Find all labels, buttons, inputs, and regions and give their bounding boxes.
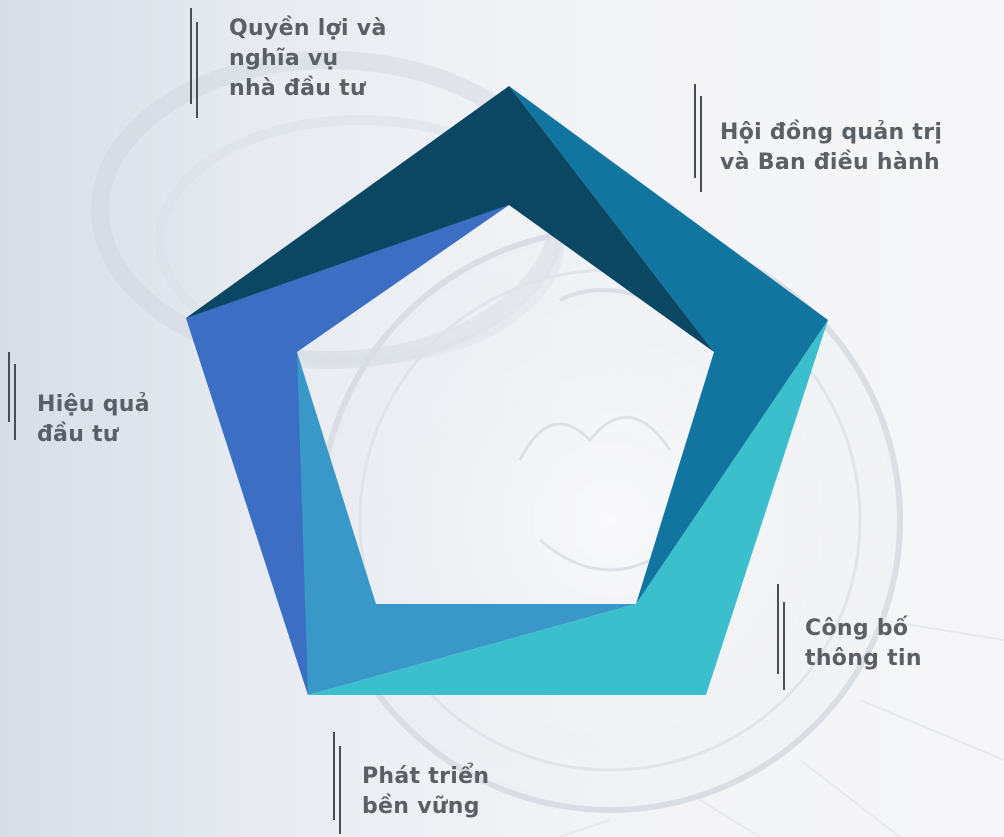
label-sustainable: Phát triển bền vững bbox=[362, 762, 489, 822]
label-line: Hiệu quả bbox=[37, 392, 150, 417]
label-line: thông tin bbox=[805, 646, 922, 671]
divider-bars bbox=[333, 732, 345, 834]
label-disclosure: Công bố thông tin bbox=[805, 614, 922, 674]
label-line: đầu tư bbox=[37, 422, 119, 447]
segment-left bbox=[186, 178, 509, 695]
segment-top bbox=[186, 86, 714, 352]
segment-bottom-right bbox=[308, 320, 828, 695]
divider-bars bbox=[777, 584, 789, 690]
segment-right bbox=[509, 86, 828, 604]
divider-bars bbox=[8, 352, 20, 440]
label-line: nhà đầu tư bbox=[229, 76, 366, 101]
label-line: Quyền lợi và bbox=[229, 16, 387, 41]
label-investor-rights: Quyền lợi và nghĩa vụ nhà đầu tư bbox=[229, 14, 387, 104]
label-line: nghĩa vụ bbox=[229, 46, 339, 71]
divider-bars bbox=[190, 8, 202, 118]
label-line: và Ban điều hành bbox=[720, 150, 940, 175]
label-line: Hội đồng quản trị bbox=[720, 120, 943, 145]
label-line: bền vững bbox=[362, 794, 480, 819]
label-efficiency: Hiệu quả đầu tư bbox=[37, 390, 150, 450]
label-line: Phát triển bbox=[362, 764, 490, 789]
divider-bars bbox=[694, 84, 706, 192]
label-line: Công bố bbox=[805, 616, 909, 641]
label-board: Hội đồng quản trị và Ban điều hành bbox=[720, 118, 942, 178]
